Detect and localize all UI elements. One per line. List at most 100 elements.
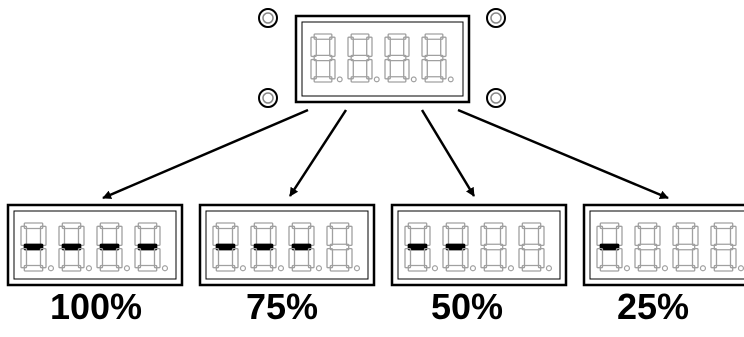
segment-dp — [336, 76, 343, 83]
segment-dp — [353, 265, 361, 272]
level-display-75 — [198, 203, 376, 287]
segment-dp — [545, 265, 553, 272]
level-label-25: 25% — [616, 286, 690, 327]
segment-d — [675, 264, 696, 272]
segment-dp — [507, 265, 515, 272]
level-display-25 — [582, 203, 744, 287]
digit-1 — [20, 222, 55, 272]
segment-d — [521, 264, 542, 272]
segment-d — [424, 76, 444, 83]
main-digit-3 — [384, 33, 417, 83]
segment-g — [313, 54, 333, 62]
segment-dp — [47, 265, 55, 272]
segment-g — [483, 243, 504, 251]
arrow-to-50 — [420, 109, 476, 197]
segment-dp — [737, 265, 744, 272]
segment-d — [23, 264, 44, 272]
segment-g — [713, 243, 734, 251]
digit-4 — [518, 222, 553, 272]
segment-dp — [85, 265, 93, 272]
segment-d — [215, 264, 236, 272]
digit-1 — [212, 222, 247, 272]
segment-g — [329, 243, 350, 251]
segment-d — [407, 264, 428, 272]
level-displays — [6, 203, 744, 287]
level-label-100: 100% — [49, 286, 143, 327]
segment-d — [637, 264, 658, 272]
segment-dp — [239, 265, 247, 272]
segment-dp — [431, 265, 439, 272]
digit-2 — [634, 222, 669, 272]
segment-d — [483, 264, 504, 272]
segment-g — [23, 243, 44, 251]
digit-1 — [596, 222, 631, 272]
segment-d — [445, 264, 466, 272]
segment-d — [350, 76, 370, 83]
segment-d — [713, 264, 734, 272]
arrow-to-25 — [457, 108, 669, 200]
level-display-100 — [6, 203, 184, 287]
digit-4 — [710, 222, 744, 272]
segment-dp — [469, 265, 477, 272]
arrow-to-75 — [288, 109, 348, 197]
segment-g — [675, 243, 696, 251]
digit-4 — [134, 222, 169, 272]
digit-3 — [672, 222, 707, 272]
segment-dp — [661, 265, 669, 272]
segment-d — [253, 264, 274, 272]
segment-g — [137, 243, 158, 251]
segment-g — [407, 243, 428, 251]
segment-g — [445, 243, 466, 251]
segment-g — [350, 54, 370, 62]
segment-g — [291, 243, 312, 251]
mounting-hole-top-right — [486, 8, 506, 28]
segment-g — [387, 54, 407, 62]
segment-dp — [623, 265, 631, 272]
segment-d — [99, 264, 120, 272]
segment-g — [99, 243, 120, 251]
segment-dp — [447, 76, 454, 83]
segment-g — [521, 243, 542, 251]
segment-d — [61, 264, 82, 272]
digit-3 — [480, 222, 515, 272]
digit-1 — [404, 222, 439, 272]
mounting-hole-top-left — [258, 8, 278, 28]
digit-2 — [58, 222, 93, 272]
segment-d — [291, 264, 312, 272]
arrow-to-100 — [102, 108, 309, 200]
segment-d — [329, 264, 350, 272]
main-display-digits — [310, 33, 454, 83]
level-label-50: 50% — [430, 286, 504, 327]
level-label-75: 75% — [245, 286, 319, 327]
segment-g — [424, 54, 444, 62]
segment-dp — [699, 265, 707, 272]
mounting-hole-bottom-right — [486, 88, 506, 108]
segment-g — [253, 243, 274, 251]
digit-3 — [96, 222, 131, 272]
main-digit-2 — [347, 33, 380, 83]
digit-2 — [442, 222, 477, 272]
main-digit-4 — [421, 33, 454, 83]
mounting-hole-bottom-left — [258, 88, 278, 108]
segment-dp — [315, 265, 323, 272]
segment-dp — [410, 76, 417, 83]
segment-g — [61, 243, 82, 251]
segment-dp — [277, 265, 285, 272]
segment-g — [215, 243, 236, 251]
main-digit-1 — [310, 33, 343, 83]
segment-d — [599, 264, 620, 272]
digit-3 — [288, 222, 323, 272]
arrows — [102, 108, 669, 200]
segment-dp — [373, 76, 380, 83]
segment-d — [313, 76, 333, 83]
segment-d — [387, 76, 407, 83]
segment-g — [599, 243, 620, 251]
segment-g — [637, 243, 658, 251]
segment-dp — [123, 265, 131, 272]
digit-4 — [326, 222, 361, 272]
segment-d — [137, 264, 158, 272]
digit-2 — [250, 222, 285, 272]
main-display — [294, 14, 471, 104]
